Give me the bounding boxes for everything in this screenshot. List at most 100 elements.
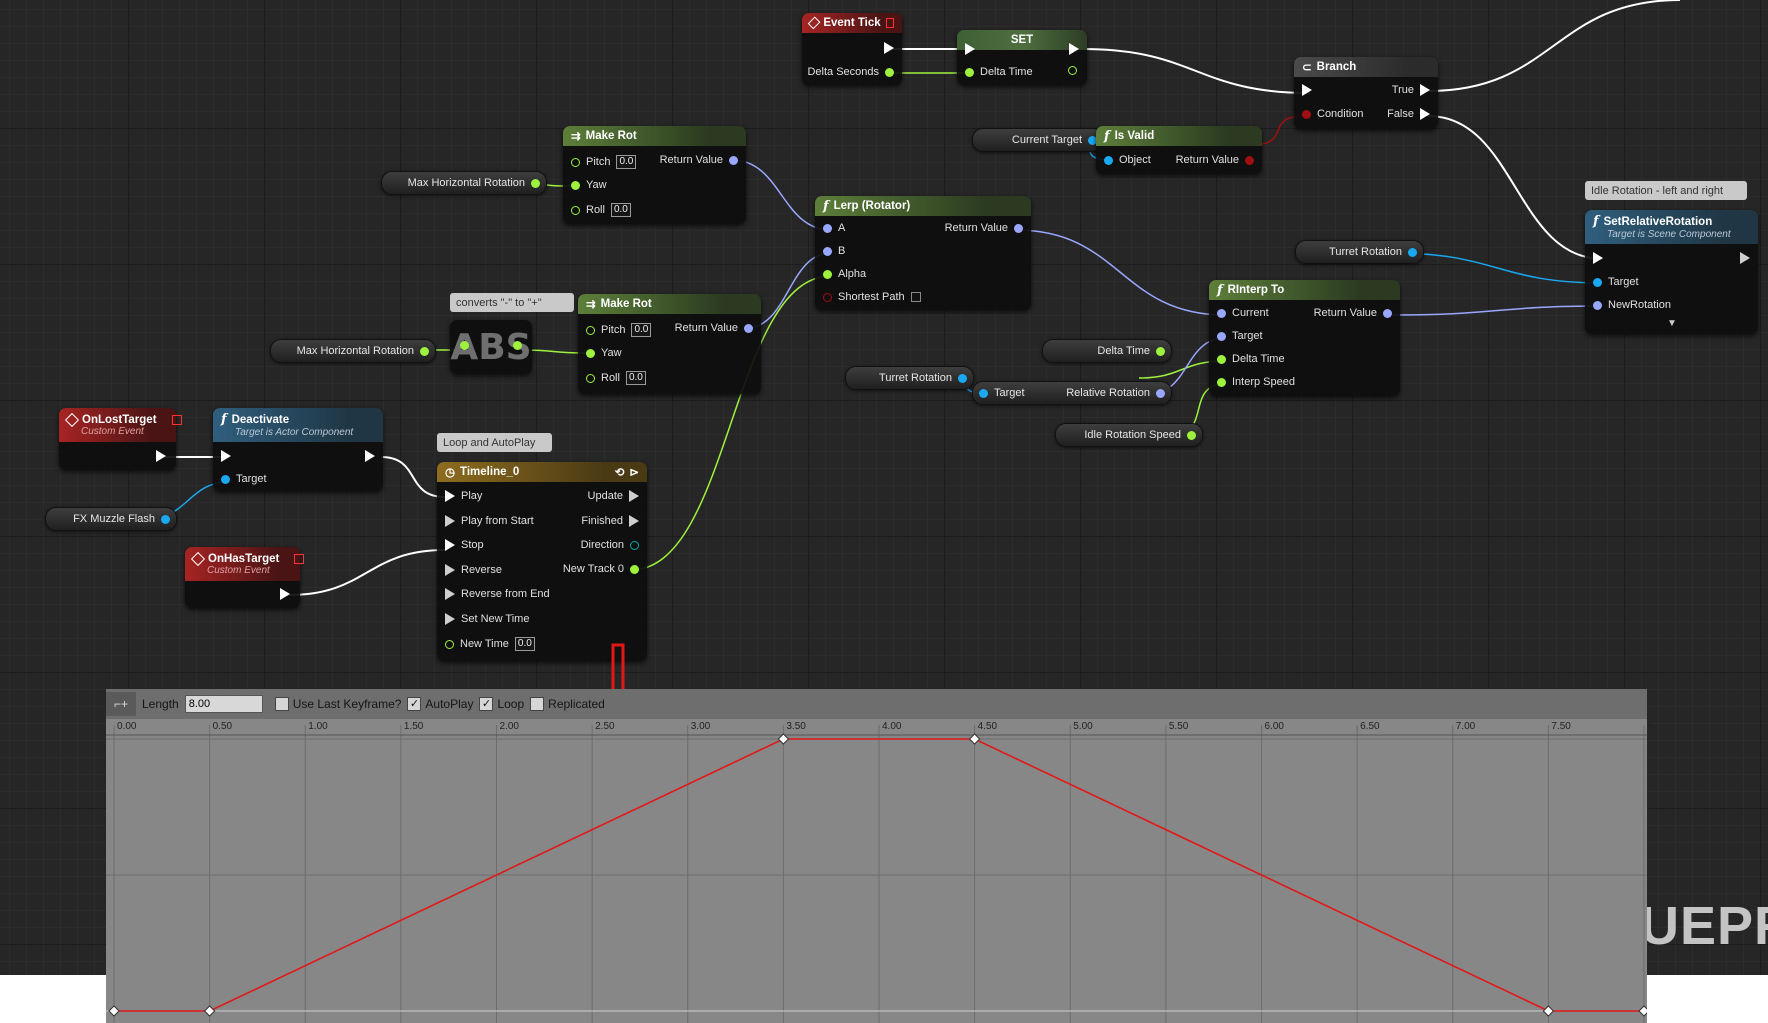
alpha-pin[interactable]: Alpha [823,268,866,280]
replicated-toggle[interactable]: Replicated [530,697,605,711]
max-horizontal-rotation-variable[interactable]: Max Horizontal Rotation [270,339,436,363]
update-pin[interactable]: Update [588,490,639,502]
timeline-editor-panel[interactable]: ⌐+ Length Use Last Keyframe? ✓AutoPlay ✓… [106,689,1653,1023]
yaw-pin[interactable]: Yaw [586,347,622,359]
loop-checkbox[interactable]: ✓ [479,697,494,711]
lerp-return-pin[interactable]: Return Value [945,222,1023,234]
exec-in-pin[interactable] [221,450,231,462]
keyframe-point[interactable] [1542,1005,1555,1017]
turret-rotation-variable[interactable]: Turret Rotation [1295,240,1424,264]
abs-in-pin[interactable] [460,341,469,350]
use-last-keyframe-checkbox[interactable] [274,697,289,711]
set-delta-time-node[interactable]: SET Delta Time [957,30,1087,85]
keyframe-point[interactable] [777,733,790,745]
delta-time-variable[interactable]: Delta Time [1042,339,1172,363]
play-from-start-pin[interactable]: Play from Start [445,515,534,527]
exec-out-pin[interactable] [156,450,166,462]
add-track-icon[interactable]: ⌐+ [106,692,136,716]
autoplay-checkbox[interactable]: ✓ [407,697,422,711]
tick-label: 5.00 [1073,721,1093,732]
blueprint-graph[interactable]: Event Tick Delta Seconds SET Delta Time … [0,0,1768,975]
reverse-pin[interactable]: Reverse [445,564,502,576]
curve-editor[interactable] [106,689,1647,1023]
current-target-variable[interactable]: Current Target [972,128,1104,152]
delta-time-out-pin[interactable] [1068,66,1077,75]
yaw-pin[interactable]: Yaw [571,179,607,191]
delta-time-in-pin[interactable]: Delta Time [965,66,1033,78]
direction-pin[interactable]: Direction [581,539,639,551]
abs-out-pin[interactable] [513,341,522,350]
autoplay-toggle[interactable]: ✓AutoPlay [407,697,473,711]
keyframe-point[interactable] [203,1005,216,1017]
make-rot-return-pin[interactable]: Return Value [660,154,738,166]
loop-toggle[interactable]: ✓Loop [479,697,524,711]
object-pin[interactable]: Object [1104,154,1151,166]
set-new-time-pin[interactable]: Set New Time [445,613,529,625]
reverse-from-end-pin[interactable]: Reverse from End [445,588,550,600]
stop-pin[interactable]: Stop [445,539,484,551]
current-pin[interactable]: Current [1217,307,1269,319]
relative-rotation-pin[interactable]: Relative Rotation [1066,387,1165,399]
idle-rotation-speed-variable[interactable]: Idle Rotation Speed [1055,423,1203,447]
abs-node[interactable]: ABS [450,320,532,374]
branch-node[interactable]: ⊂Branch True Condition False [1294,57,1438,129]
true-pin[interactable]: True [1392,84,1430,96]
b-pin[interactable]: B [823,245,845,257]
get-relative-rotation-node[interactable]: Target Relative Rotation [972,381,1172,405]
keyframe-point[interactable] [1638,1005,1647,1017]
exec-out-pin[interactable] [884,42,894,54]
event-tick-node[interactable]: Event Tick Delta Seconds [802,13,902,85]
exec-out-pin[interactable] [280,588,290,600]
replicated-checkbox[interactable] [530,697,545,711]
use-last-keyframe-toggle[interactable]: Use Last Keyframe? [274,697,401,711]
delta-time-pin[interactable]: Delta Time [1217,353,1285,365]
exec-in-pin[interactable] [965,43,975,55]
timeline-node[interactable]: ◷Timeline_0⟲⊳ Play Play from Start Stop … [437,462,647,661]
a-pin[interactable]: A [823,222,845,234]
length-input[interactable] [184,695,263,713]
keyframe-point[interactable] [108,1005,120,1017]
condition-pin[interactable]: Condition [1302,108,1363,120]
target-pin[interactable]: Target [221,473,267,485]
new-track-0-pin[interactable]: New Track 0 [563,563,639,575]
keyframe-point[interactable] [968,733,981,745]
is-valid-return-pin[interactable]: Return Value [1176,154,1254,166]
make-rot-return-pin[interactable]: Return Value [675,322,753,334]
exec-out-pin[interactable] [1069,43,1079,55]
rinterp-return-pin[interactable]: Return Value [1314,307,1392,319]
fx-muzzle-flash-variable[interactable]: FX Muzzle Flash [45,507,177,531]
expand-arrow-icon[interactable]: ▼ [1667,318,1677,329]
target-pin[interactable]: Target [979,387,1025,399]
delta-seconds-pin[interactable]: Delta Seconds [807,66,894,78]
play-pin[interactable]: Play [445,490,482,502]
shortest-path-checkbox[interactable] [910,292,921,302]
false-pin[interactable]: False [1387,108,1430,120]
exec-in-pin[interactable] [1302,84,1312,96]
target-pin[interactable]: Target [1217,330,1263,342]
finished-pin[interactable]: Finished [581,515,639,527]
interp-speed-pin[interactable]: Interp Speed [1217,376,1295,388]
exec-out-pin[interactable] [365,450,375,462]
max-horizontal-rotation-variable[interactable]: Max Horizontal Rotation [381,171,547,195]
new-rotation-pin[interactable]: NewRotation [1593,299,1671,311]
target-pin[interactable]: Target [1593,276,1639,288]
shortest-path-pin[interactable]: Shortest Path [823,291,921,303]
exec-in-pin[interactable] [1593,252,1603,264]
exec-out-pin[interactable] [1740,252,1750,264]
turret-rotation-variable[interactable]: Turret Rotation [845,366,974,390]
function-icon: f [1217,282,1223,298]
